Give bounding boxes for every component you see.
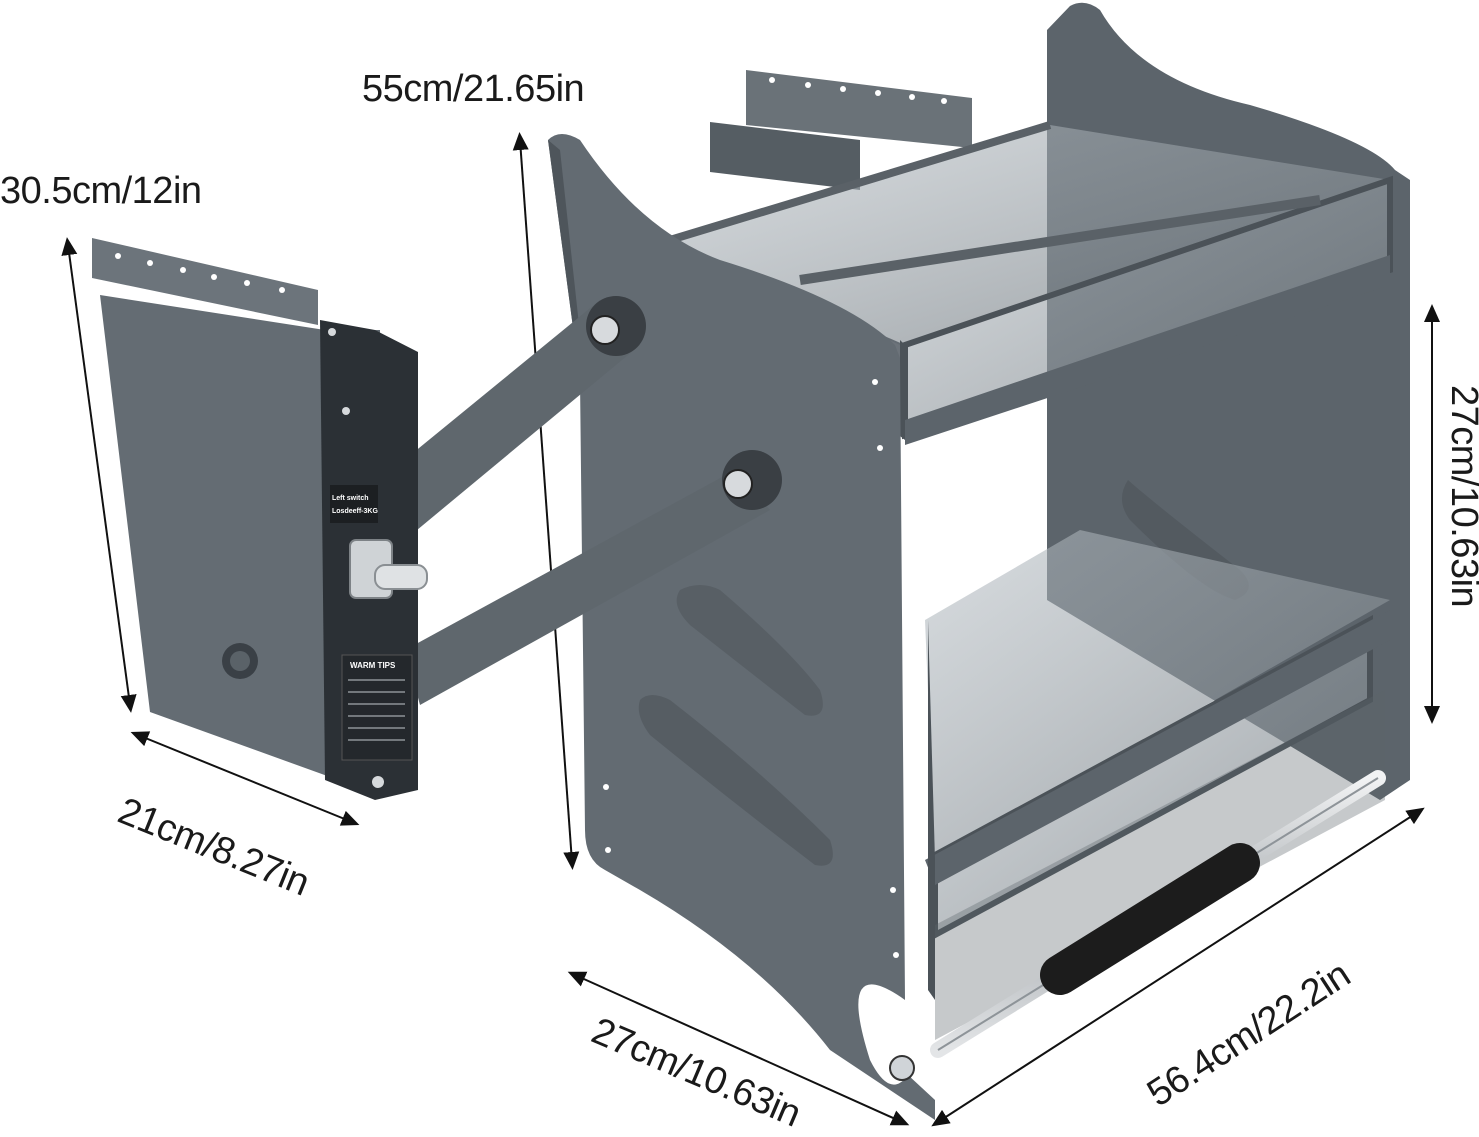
handle-bar [930, 770, 1386, 1058]
mount-screw-icon [328, 328, 384, 788]
mount-height-arrow [61, 237, 137, 713]
wall-mount-box: Left switch Losdeeff-3KG WARM TIPS [92, 238, 428, 800]
lock-switch-icon [349, 539, 428, 599]
switch-label-line1: Left switch [332, 495, 369, 502]
tier-height-label: 27cm/10.63in [1443, 385, 1479, 608]
width-arrow [931, 807, 1425, 1127]
dimension-arrows [61, 132, 1440, 1127]
switch-label-line2: Losdeeff-3KG [332, 508, 378, 515]
mount-height-label: 30.5cm/12in [0, 170, 202, 212]
lower-basket [925, 530, 1390, 1040]
depth-arrow [567, 971, 910, 1126]
panel-screw-icon [889, 1055, 915, 1081]
left-side-panel [548, 134, 935, 1120]
mount-button-icon [222, 643, 258, 679]
handle-grip [1040, 843, 1260, 995]
mount-width-arrow [130, 731, 360, 826]
rear-mounting-plate [710, 70, 972, 190]
pivot-lower-icon [722, 450, 782, 510]
linkage-arms [380, 296, 782, 705]
warm-tips-label: WARM TIPS [350, 661, 396, 670]
pivot-upper-icon [586, 296, 646, 356]
overall-height-label: 55cm/21.65in [362, 68, 585, 110]
overall-height-arrow [512, 132, 580, 870]
